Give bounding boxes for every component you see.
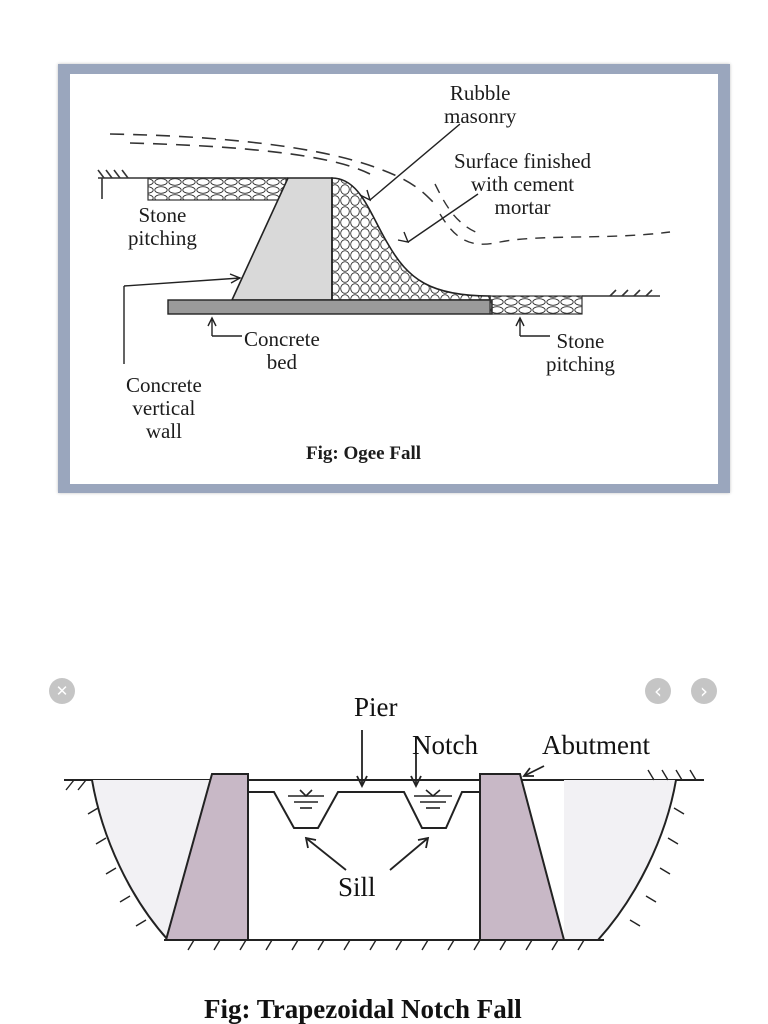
trapezoidal-notch-fall-diagram (44, 668, 724, 1024)
chevron-right-icon[interactable]: › (691, 678, 717, 704)
label-stone-pitching-upstream: Stone pitching (128, 203, 197, 250)
trapezoidal-notch-fall-figure: Pier Notch Abutment Sill Fig: Trapezoida… (44, 668, 724, 1024)
label-stone-pitching-downstream: Stone pitching (546, 329, 615, 376)
label-concrete-bed: Concrete bed (244, 327, 320, 374)
label-pier: Pier (354, 692, 398, 722)
close-icon[interactable]: ✕ (49, 678, 75, 704)
label-concrete-vertical-wall: Concrete vertical wall (126, 373, 202, 443)
water-surface-upstream (109, 133, 436, 205)
water-surface-downstream (434, 183, 671, 245)
left-bank (91, 779, 169, 941)
caption-trapezoidal-notch-fall: Fig: Trapezoidal Notch Fall (204, 994, 522, 1024)
soil-hatching (65, 769, 697, 951)
right-abutment (479, 773, 566, 941)
label-rubble-masonry: Rubble masonry (444, 81, 517, 128)
concrete-bed (167, 299, 493, 315)
left-abutment (164, 773, 249, 941)
notch-crest (248, 791, 480, 829)
water-level-marks (288, 789, 452, 809)
stone-pitching-upstream (147, 177, 287, 201)
chevron-left-icon[interactable]: ‹ (645, 678, 671, 704)
leader-lines (123, 123, 550, 364)
caption-ogee-fall: Fig: Ogee Fall (306, 443, 422, 464)
leader-lines (304, 730, 545, 871)
ogee-fall-diagram (70, 74, 718, 484)
ogee-fall-figure: Rubble masonry Surface finished with cem… (58, 64, 730, 493)
label-sill: Sill (338, 872, 376, 902)
right-bank-fill (564, 780, 676, 940)
label-surface-finished: Surface finished with cement mortar (454, 149, 592, 219)
downstream-ground (582, 289, 660, 297)
right-bank (597, 779, 677, 941)
label-notch: Notch (412, 730, 478, 760)
stone-pitching-downstream (489, 295, 583, 315)
rubble-masonry (331, 177, 491, 301)
label-abutment: Abutment (542, 730, 650, 760)
